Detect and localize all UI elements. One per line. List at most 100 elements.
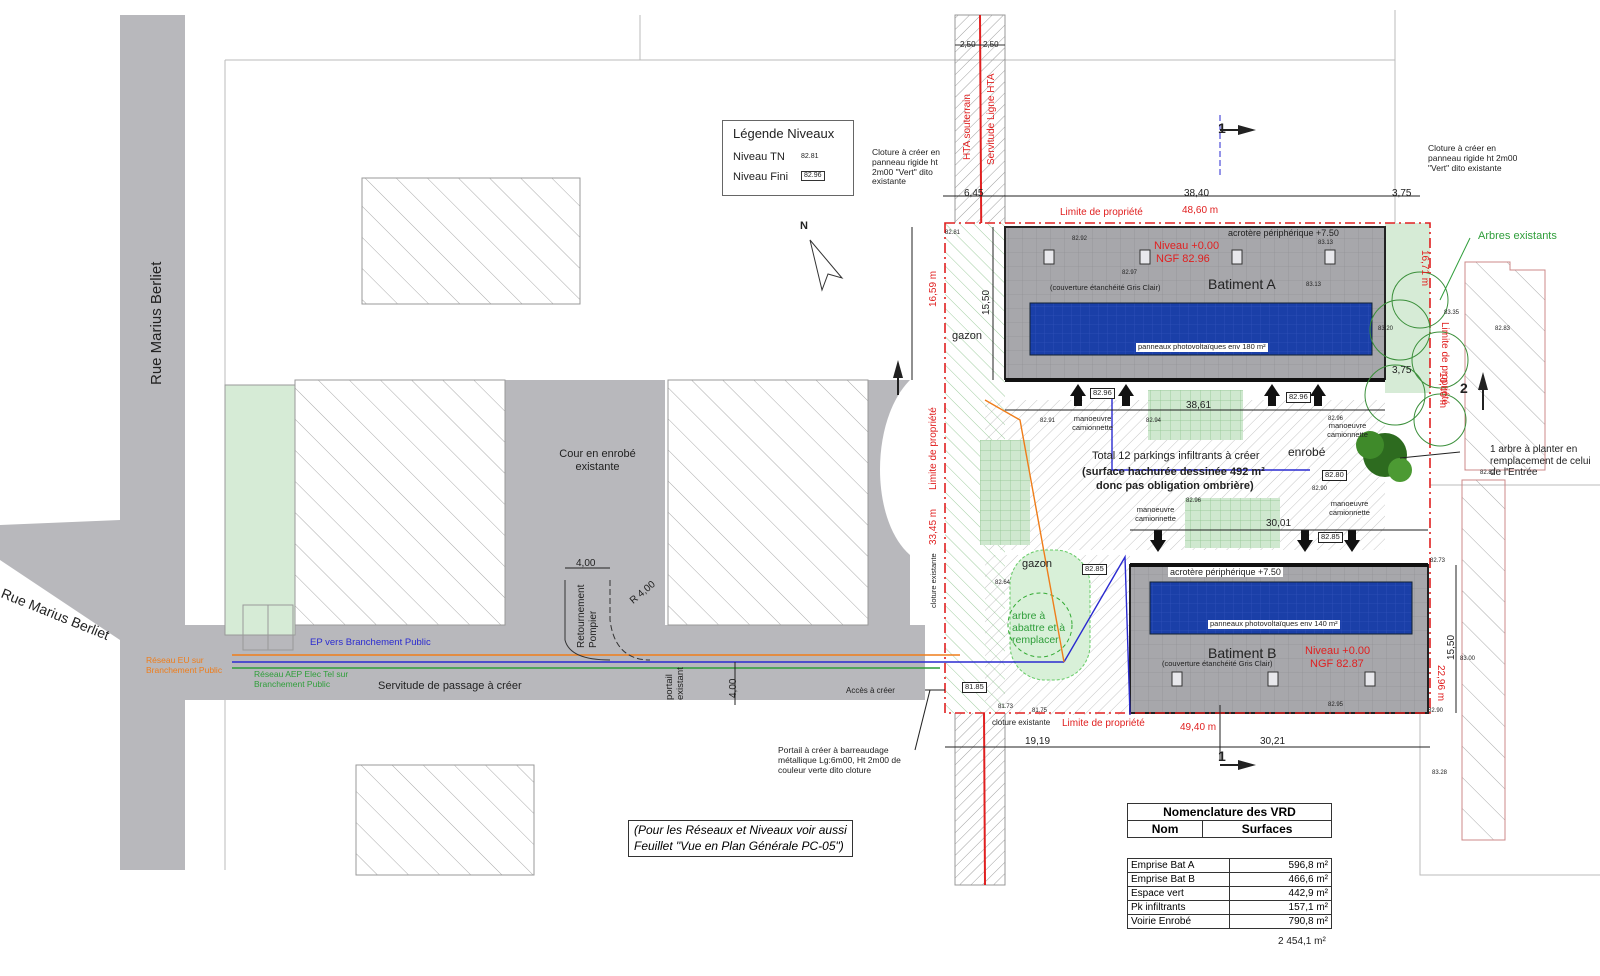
parkings-line-1: Total 12 parkings infiltrants à créer [1092,450,1260,462]
spot-level: 83.13 [1306,282,1322,288]
enrobe-label: enrobé [1288,445,1326,459]
cloture-existante-bottom: cloture existante [992,718,1051,727]
bat-a-acrotere: acrotère périphérique +7.50 [1228,228,1339,238]
row-nom: Emprise Bat B [1127,872,1230,887]
dim-6-45: 6,45 [964,188,984,199]
cour-label: Cour en enrobé existante [559,448,636,473]
nomenclature-header-surfaces: Surfaces [1202,820,1332,838]
dim-pompier-width: 4,00 [576,558,596,569]
spot-level: 82.83 [1495,326,1511,332]
limite-bottom: Limite de propriété [1062,718,1145,729]
limite-top: Limite de propriété [1060,207,1143,218]
spot-level: 82.90 [1312,486,1328,492]
dim-38-40: 38,40 [1184,188,1210,199]
dim-bat-a-height: 15,50 [981,289,992,315]
row-surface: 157,1 m² [1229,900,1332,915]
spot-level: 82.81 [945,230,961,236]
hta-dim-right: 2,50 [983,40,999,49]
dim-38-61: 38,61 [1186,400,1212,411]
cloture-existante-left: cloture existante [929,553,938,608]
spot-level: 82.96 [1328,416,1344,422]
spot-level: 82.91 [1040,418,1056,424]
spot-level: 82.73 [1430,558,1446,564]
north-label: N [800,220,808,232]
row-surface: 466,6 m² [1229,872,1332,887]
row-surface: 596,8 m² [1229,858,1332,873]
manoeuvre-1: manoeuvre camionnette [1072,414,1113,432]
portail-note: Portail à créer à barreaudage métallique… [778,745,901,775]
dim-bat-b-height: 15,50 [1446,634,1457,660]
legend-tn-label: Niveau TN [733,151,785,163]
section-marker-top: 1 [1218,120,1226,136]
spot-level: 82.94 [1146,418,1162,424]
parkings-line-3: donc pas obligation ombrière) [1096,480,1254,492]
spot-level: 82.96 [1186,498,1202,504]
section-marker-right: 2 [1460,380,1468,396]
arbre-abattre-label: arbre à abattre et à remplacer [1012,610,1066,647]
levels-legend: Légende Niveaux Niveau TN 82.81 Niveau F… [722,120,854,196]
limite-right: Limite de propriété [1439,322,1450,405]
row-surface: 790,8 m² [1229,914,1332,929]
retournement-pompier-label: Retournement Pompier [576,584,599,648]
dim-servitude-width: 4,00 [728,678,739,698]
bat-a-couverture: (couverture étanchéité Gris Clair) [1050,283,1161,292]
see-also-line-1: (Pour les Réseaux et Niveaux voir aussi [634,823,847,837]
bat-a-name: Batiment A [1208,276,1276,292]
bat-b-niveau: Niveau +0.00 [1305,645,1371,657]
dim-22-96: 22,96 m [1435,665,1446,702]
spot-level: 82.92 [1072,236,1088,242]
row-nom: Emprise Bat A [1127,858,1230,873]
parkings-line-2: (surface hachurée dessinée 492 m² [1082,466,1265,478]
fence-note-left: Cloture à créer en panneau rigide ht 2m0… [872,147,941,187]
level-box: 82.96 [1090,388,1115,399]
bat-b-ngf: NGF 82.87 [1310,658,1364,670]
manoeuvre-4: manoeuvre camionnette [1329,499,1370,517]
dim-3-75-right: 3,75 [1392,365,1412,376]
nomenclature-total: 2 454,1 m² [1278,936,1326,947]
nomenclature-title: Nomenclature des VRD [1127,803,1332,821]
bat-a-ngf: NGF 82.96 [1156,253,1210,265]
eu-label: Réseau EU sur Branchement Public [146,655,223,675]
hta-servitude-label: Servitude Ligne HTA [986,73,997,165]
level-box: 82.96 [1286,392,1311,403]
nomenclature-table: Nomenclature des VRD Nom Surfaces [1126,803,1332,838]
nomenclature-header-nom: Nom [1126,820,1204,838]
dim-19-19: 19,19 [1025,736,1051,747]
bat-b-couverture: (couverture étanchéité Gris Clair) [1162,659,1273,668]
row-surface: 442,9 m² [1229,886,1332,901]
dim-16-59: 16,59 m [928,270,939,307]
dim-property-bottom: 49,40 m [1180,722,1217,733]
spot-level: 82.90 [1428,708,1444,714]
manoeuvre-3: manoeuvre camionnette [1135,505,1176,523]
level-box: 82.80 [1322,470,1347,481]
legend-fini-value: 82.96 [801,171,825,182]
bat-b-pv: panneaux photovoltaïques env 140 m² [1208,619,1340,629]
spot-level: 82.64 [995,580,1011,586]
dim-30-21: 30,21 [1260,736,1286,747]
hta-underground-label: HTA souterrain [962,94,973,160]
legend-fini-label: Niveau Fini [733,171,789,183]
level-box: 81.85 [962,682,987,693]
gazon-label-2: gazon [1022,558,1052,570]
spot-level: 83.35 [1444,310,1460,316]
gazon-label-1: gazon [952,330,982,342]
bat-a-pv: panneaux photovoltaïques env 180 m² [1136,342,1268,352]
spot-level: 83.13 [1318,240,1334,246]
row-nom: Espace vert [1127,886,1230,901]
portail-existant-label: portail existant [664,667,686,700]
legend-tn-value: 82.81 [801,153,819,160]
spot-level: 83.00 [1460,656,1476,662]
section-marker-bottom: 1 [1218,748,1226,764]
see-also-note: (Pour les Réseaux et Niveaux voir aussi … [628,820,853,858]
bat-a-niveau: Niveau +0.00 [1154,240,1220,252]
dim-property-top: 48,60 m [1182,205,1219,216]
spot-level: 82.97 [1122,270,1138,276]
row-nom: Voirie Enrobé [1127,914,1230,929]
dim-16-71: 16,71 m [1419,250,1430,287]
